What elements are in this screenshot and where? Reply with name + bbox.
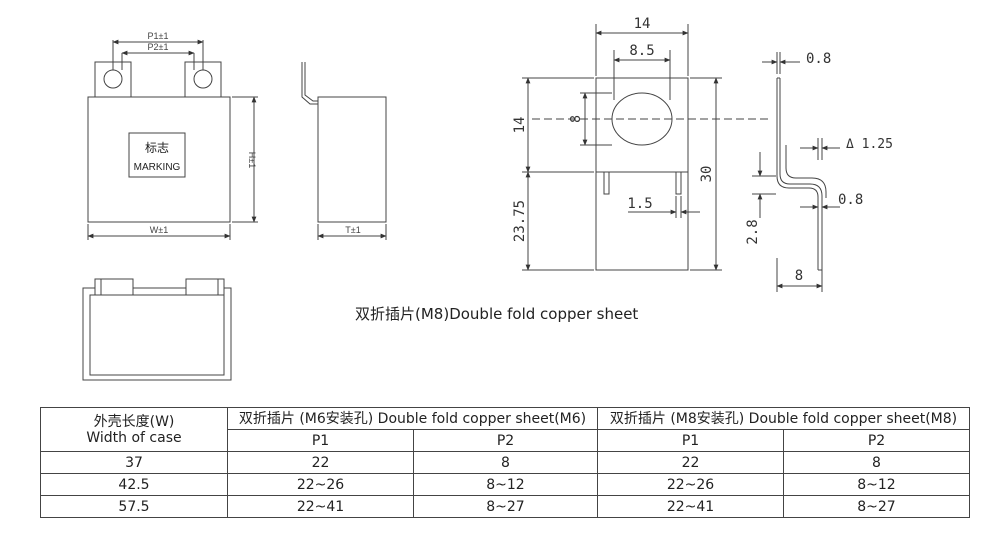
dim-0-8-mid: 0.8	[838, 192, 863, 208]
side-view	[301, 62, 387, 240]
sheet-outline	[595, 77, 689, 271]
table-cell: 8~12	[413, 473, 598, 496]
dim-w-label: W±1	[150, 225, 168, 235]
dim-t-label: T±1	[345, 225, 360, 235]
table-cell: 8~27	[413, 495, 598, 518]
dim-p1-label: P1±1	[148, 31, 169, 41]
marking-label-cn: 标志	[145, 141, 169, 155]
table-cell: 22~41	[597, 495, 784, 518]
dim-1-5: 1.5	[627, 196, 652, 212]
dim-h-label: H±1	[247, 152, 257, 168]
dim-14-left: 14	[512, 117, 528, 134]
table-header-row: 外壳长度(W) Width of case 双折插片 (M6安装孔) Doubl…	[40, 407, 970, 452]
dim-8-bottom: 8	[795, 268, 803, 284]
table-row: 57.5 22~41 8~27 22~41 8~27	[40, 495, 970, 518]
marking-box	[128, 132, 186, 178]
table-cell: 37	[40, 451, 228, 474]
dim-8-hole: 8	[569, 115, 584, 123]
table-cell: 57.5	[40, 495, 228, 518]
dim-delta-1-25: Δ 1.25	[846, 137, 893, 152]
table-row: 37 22 8 22 8	[40, 451, 970, 474]
dim-14-top: 14	[634, 16, 651, 32]
front-body	[87, 96, 231, 223]
spec-table: 外壳长度(W) Width of case 双折插片 (M6安装孔) Doubl…	[40, 407, 970, 518]
subheader-m6-p2: P2	[413, 429, 598, 452]
table-cell: 8	[413, 451, 598, 474]
subheader-m8-p1: P1	[597, 429, 784, 452]
table-cell: 22~41	[227, 495, 414, 518]
dim-2-8: 2.8	[745, 219, 761, 244]
header-group-m6: 双折插片 (M6安装孔) Double fold copper sheet(M6…	[227, 407, 598, 430]
table-subheader-row: P1 P2 P1 P2	[41, 429, 970, 452]
header-group-m8: 双折插片 (M8安装孔) Double fold copper sheet(M8…	[597, 407, 970, 430]
dim-8-5: 8.5	[629, 43, 654, 59]
top-view	[82, 278, 232, 381]
table-cell: 22	[227, 451, 414, 474]
header-case-width: 外壳长度(W) Width of case	[40, 407, 228, 452]
front-view	[87, 39, 258, 240]
table-row: 42.5 22~26 8~12 22~26 8~12	[40, 473, 970, 496]
table-cell: 8~27	[783, 495, 970, 518]
dim-0-8-top: 0.8	[806, 51, 831, 67]
figure-caption: 双折插片(M8)Double fold copper sheet	[355, 305, 639, 323]
side-body	[317, 96, 387, 223]
table-cell: 22	[597, 451, 784, 474]
top-terminal-right	[185, 278, 225, 296]
subheader-m6-p1: P1	[227, 429, 414, 452]
subheader-m8-p2: P2	[783, 429, 970, 452]
table-cell: 8~12	[783, 473, 970, 496]
dim-30: 30	[699, 166, 715, 183]
marking-label-en: MARKING	[134, 162, 181, 173]
dim-23-75: 23.75	[512, 200, 528, 242]
top-terminal-left	[94, 278, 134, 296]
table-cell: 22~26	[227, 473, 414, 496]
detail-front	[522, 24, 768, 271]
header-case-width-en: Width of case	[86, 429, 182, 446]
technical-drawing: 标志 MARKING P1±1 P2±1 H±1 W±1 T±1	[82, 16, 893, 381]
dim-p2-label: P2±1	[148, 42, 169, 52]
header-case-width-cn: 外壳长度(W)	[93, 413, 175, 430]
detail-side	[752, 52, 840, 292]
table-cell: 8	[783, 451, 970, 474]
table-cell: 22~26	[597, 473, 784, 496]
table-cell: 42.5	[40, 473, 228, 496]
